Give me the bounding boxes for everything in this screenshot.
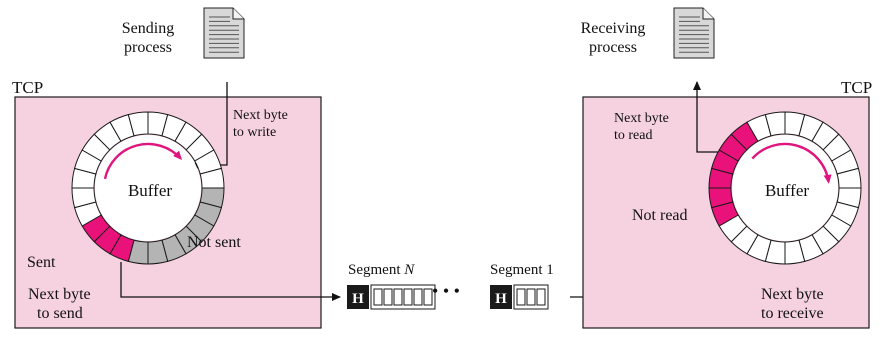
receiver-buffer-ring <box>708 111 862 265</box>
next-byte-to-read-line2: to read <box>614 128 652 143</box>
receiver-tcp-label: TCP <box>841 78 872 97</box>
sender-tcp-label: TCP <box>12 78 43 97</box>
next-byte-to-write-line1: Next byte <box>233 108 288 123</box>
document-fold-shape <box>702 8 714 20</box>
next-byte-to-read-arrow <box>693 81 720 153</box>
next-byte-to-write-line2: to write <box>233 125 276 140</box>
segment-byte-cell <box>413 288 423 306</box>
buffer-cell <box>127 111 149 137</box>
next-byte-to-receive-line2: to receive <box>761 305 824 322</box>
segment-byte-cell <box>403 288 413 306</box>
segment-header-letter: H <box>352 291 364 307</box>
buffer-center <box>95 135 201 241</box>
buffer-cell <box>764 111 786 137</box>
segment-n-label: Segment N <box>348 262 415 278</box>
sender-buffer-label: Buffer <box>128 181 172 200</box>
segment-header-block <box>347 285 369 309</box>
segment-byte-cell <box>423 288 433 306</box>
segment-byte-cell <box>383 288 393 306</box>
segment-header-letter: H <box>495 291 507 307</box>
segment-1-label: Segment 1 <box>490 262 554 278</box>
receiving-process-label-line2: process <box>589 39 637 56</box>
receiving-process-document-icon <box>673 7 715 59</box>
receiver-rotation-arrow <box>751 142 832 184</box>
segment-byte-cell <box>536 288 546 306</box>
segment-byte-cell <box>526 288 536 306</box>
receiving-process-label-line1: Receiving <box>581 20 646 37</box>
buffer-center <box>732 135 838 241</box>
sender-rotation-arrow <box>103 142 183 180</box>
next-byte-to-read-line1: Next byte <box>614 111 669 126</box>
next-byte-to-send-arrow <box>120 262 341 301</box>
document-page-shape <box>673 7 715 59</box>
not-sent-label: Not sent <box>187 234 241 251</box>
sending-process-label-line1: Sending <box>122 20 174 37</box>
segment-byte-cell <box>373 288 383 306</box>
document-fold-shape <box>232 8 244 20</box>
segment-n: H <box>347 284 436 310</box>
segment-header-block <box>490 285 512 309</box>
sending-process-label-line2: process <box>124 39 172 56</box>
segment-byte-cell <box>516 288 526 306</box>
ellipsis: • • • <box>432 281 460 301</box>
sent-label: Sent <box>27 254 56 271</box>
sender-buffer-ring <box>71 111 225 265</box>
document-page-shape <box>203 7 245 59</box>
next-byte-to-send-line1: Next byte <box>28 286 91 303</box>
next-byte-to-receive-line1: Next byte <box>761 286 824 303</box>
segment-1: H <box>490 284 549 310</box>
not-read-label: Not read <box>632 207 688 224</box>
next-byte-to-send-line2: to send <box>37 305 83 322</box>
segment-byte-cell <box>393 288 403 306</box>
sending-process-document-icon <box>203 7 245 59</box>
receiver-buffer-label: Buffer <box>765 181 809 200</box>
